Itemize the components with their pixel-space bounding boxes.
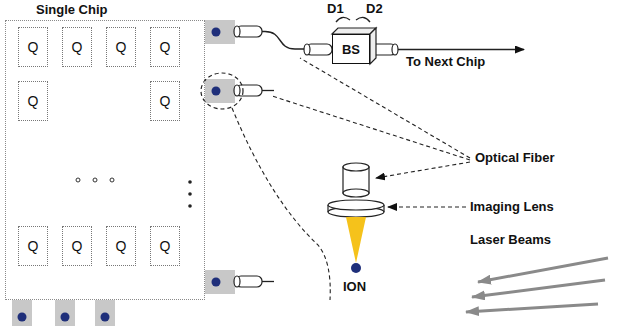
node-label: Q <box>28 238 39 254</box>
node-label: Q <box>160 93 171 109</box>
continuation-dots <box>76 178 114 182</box>
chip-title: Single Chip <box>36 2 108 17</box>
qubit-box: Q <box>150 81 180 121</box>
node-label: Q <box>116 39 127 55</box>
ion-label: ION <box>343 279 366 294</box>
qubit-box: Q <box>62 27 92 67</box>
node-label: Q <box>160 238 171 254</box>
ion-dot <box>18 28 221 322</box>
callout-label: Imaging Lens <box>470 199 554 214</box>
qubit-box: Q <box>106 27 136 67</box>
laser-beam <box>466 258 608 312</box>
qubit-box: Q <box>150 226 180 266</box>
fiber-tip <box>343 163 369 197</box>
detector-arc <box>336 17 370 22</box>
qubit-box: Q <box>62 226 92 266</box>
output-arrow <box>398 49 524 50</box>
node-label: Q <box>160 39 171 55</box>
qubit-box: Q <box>18 226 48 266</box>
leader-line <box>232 58 470 300</box>
highlight-circle <box>201 73 243 109</box>
fiber-stub <box>262 91 274 282</box>
node-label: Q <box>72 238 83 254</box>
electrode-pad <box>12 20 235 326</box>
beam-splitter: BS <box>332 34 370 64</box>
node-label: BS <box>342 42 360 57</box>
output-label: To Next Chip <box>406 54 485 69</box>
ion-dot <box>351 263 361 273</box>
node-label: Q <box>28 39 39 55</box>
qubit-box: Q <box>106 226 136 266</box>
light-cone <box>346 217 366 263</box>
callout-label: Laser Beams <box>470 232 551 247</box>
node-label: Q <box>116 238 127 254</box>
node-label: Q <box>28 93 39 109</box>
qubit-box: Q <box>18 81 48 121</box>
detector-label: D1 <box>327 1 344 16</box>
node-label: Q <box>72 39 83 55</box>
detector-label: D2 <box>366 1 383 16</box>
qubit-box: Q <box>18 27 48 67</box>
fiber-plug <box>234 26 262 287</box>
imaging-lens <box>328 200 384 217</box>
callout-label: Optical Fiber <box>475 150 554 165</box>
continuation-dots <box>188 180 192 208</box>
qubit-box: Q <box>150 27 180 67</box>
cube-face <box>332 28 376 64</box>
chip-outline: Single ChipQQQQQQQQQQ <box>5 20 205 300</box>
